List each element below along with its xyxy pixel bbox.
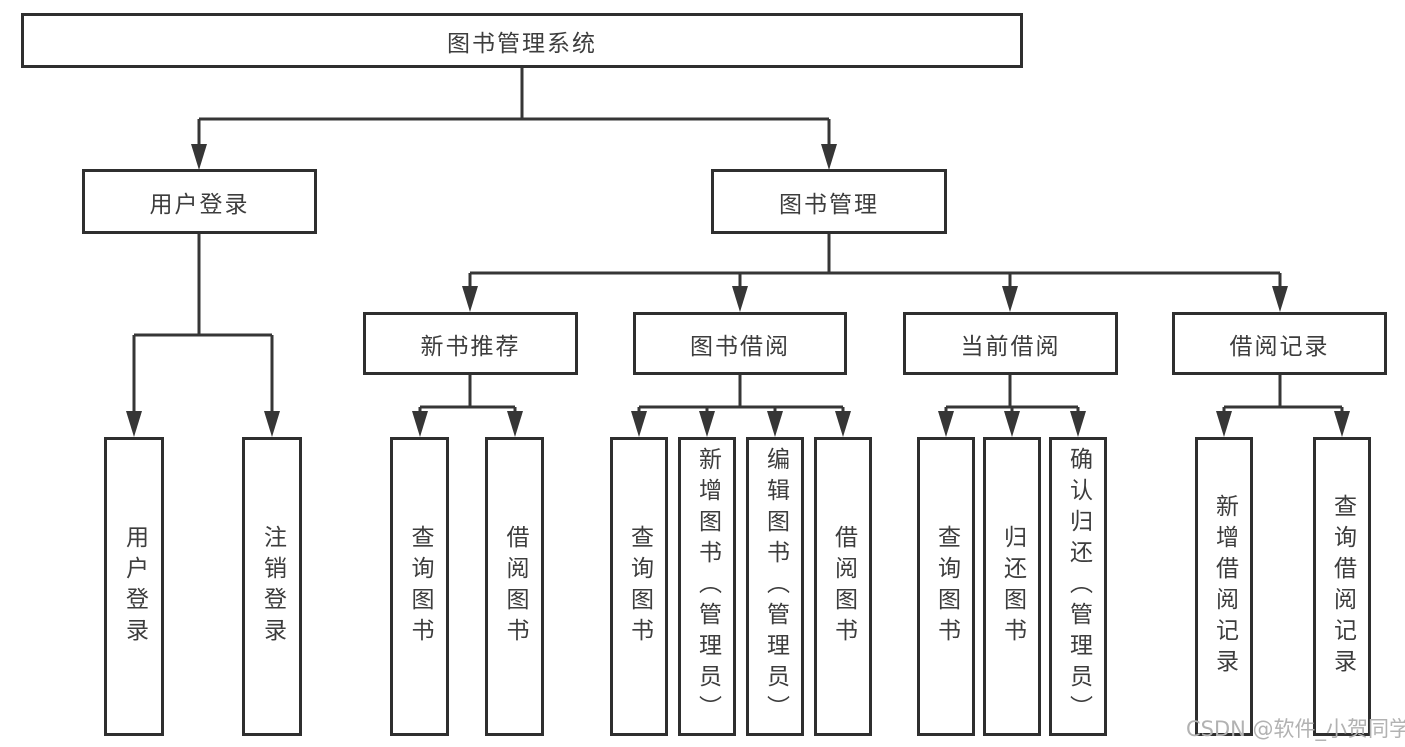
leaf-br-query-record: 查询借阅记录: [1313, 437, 1371, 736]
node-borrow-records: 借阅记录: [1172, 312, 1387, 375]
leaf-logout: 注销登录: [242, 437, 302, 736]
node-new-book-recommend: 新书推荐: [363, 312, 578, 375]
connector-book-management: [468, 234, 1282, 290]
leaf-nb-query-books-label: 查询图书: [407, 524, 433, 649]
leaf-cb-query-books: 查询图书: [917, 437, 975, 736]
node-book-management-label: 图书管理: [779, 191, 879, 218]
connector-borrow-records: [1222, 375, 1344, 416]
leaf-bb-borrow-books-label: 借阅图书: [830, 524, 857, 649]
node-current-borrow: 当前借阅: [903, 312, 1118, 375]
node-book-management: 图书管理: [711, 169, 947, 234]
arrowheads: [126, 144, 1350, 437]
node-book-borrow-label: 图书借阅: [690, 333, 790, 360]
leaf-nb-borrow-books: 借阅图书: [485, 437, 544, 736]
leaf-logout-label: 注销登录: [259, 524, 286, 649]
node-book-borrow: 图书借阅: [633, 312, 847, 375]
connector-new-book-recommend: [418, 375, 517, 416]
leaf-bb-edit-books-admin-label: 编辑图书（管理员）: [762, 447, 789, 726]
node-borrow-records-label: 借阅记录: [1229, 333, 1330, 360]
leaf-cb-query-books-label: 查询图书: [933, 524, 960, 649]
node-current-borrow-label: 当前借阅: [960, 333, 1061, 360]
leaf-bb-add-books-admin-label: 新增图书（管理员）: [694, 447, 721, 726]
node-new-book-recommend-label: 新书推荐: [420, 333, 521, 360]
leaf-user-login-label: 用户登录: [121, 524, 148, 649]
leaf-bb-query-books: 查询图书: [610, 437, 668, 736]
leaf-bb-add-books-admin: 新增图书（管理员）: [678, 437, 736, 736]
leaf-nb-borrow-books-label: 借阅图书: [502, 524, 528, 649]
leaf-bb-borrow-books: 借阅图书: [814, 437, 872, 736]
leaf-br-query-record-label: 查询借阅记录: [1329, 493, 1356, 680]
node-user-login: 用户登录: [82, 169, 317, 234]
leaf-cb-confirm-return-admin-label: 确认归还（管理员）: [1065, 447, 1092, 726]
leaf-cb-return-books-label: 归还图书: [999, 524, 1026, 649]
node-root-label: 图书管理系统: [447, 30, 597, 57]
leaf-bb-query-books-label: 查询图书: [626, 524, 653, 649]
leaf-user-login: 用户登录: [104, 437, 164, 736]
leaf-cb-return-books: 归还图书: [983, 437, 1041, 736]
connector-current-borrow: [944, 375, 1080, 416]
leaf-br-add-record: 新增借阅记录: [1195, 437, 1253, 736]
node-user-login-label: 用户登录: [149, 191, 250, 218]
leaf-nb-query-books: 查询图书: [390, 437, 449, 736]
connector-user-login: [132, 234, 274, 414]
connector-book-borrow: [637, 375, 845, 416]
watermark: CSDN @软件_小贺同学: [1186, 717, 1405, 741]
leaf-bb-edit-books-admin: 编辑图书（管理员）: [746, 437, 804, 736]
leaf-br-add-record-label: 新增借阅记录: [1211, 493, 1238, 680]
leaf-cb-confirm-return-admin: 确认归还（管理员）: [1049, 437, 1107, 736]
node-root: 图书管理系统: [21, 13, 1023, 68]
connector-root: [197, 68, 831, 146]
